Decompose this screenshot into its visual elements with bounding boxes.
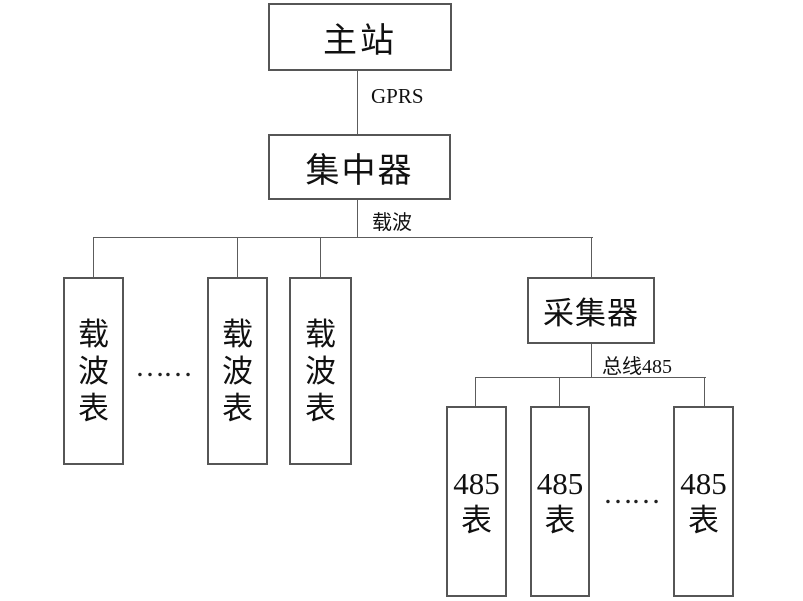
node-485-meter-3: 485 表 <box>673 406 734 597</box>
carrier-meter-2-char-1: 载 <box>222 316 253 352</box>
link-label-carrier: 载波 <box>372 212 412 234</box>
carrier-meter-2-char-3: 表 <box>222 390 253 426</box>
carrier-meter-1-char-2: 波 <box>78 353 109 389</box>
link-label-bus485: 总线485 <box>602 356 672 378</box>
node-collector-label: 采集器 <box>543 296 639 331</box>
carrier-meter-1-char-3: 表 <box>78 390 109 426</box>
carrier-meter-3-char-1: 载 <box>305 316 336 352</box>
node-carrier-meter-1: 载 波 表 <box>63 277 124 465</box>
connector-bus-to-485-meter-2 <box>559 377 560 406</box>
node-485-meter-2: 485 表 <box>530 406 590 597</box>
node-master-station: 主站 <box>268 3 452 71</box>
485-meter-2-line-1: 485 <box>536 465 584 501</box>
485-meter-2-line-2: 表 <box>544 502 576 538</box>
node-concentrator-label: 集中器 <box>305 152 414 190</box>
node-master-station-label: 主站 <box>323 22 397 60</box>
carrier-meter-3-char-3: 表 <box>305 390 336 426</box>
ellipsis-485-meters: …… <box>603 477 661 510</box>
carrier-bus-line <box>93 237 593 238</box>
connector-bus-to-carrier-meter-2 <box>237 237 238 277</box>
485-meter-3-line-2: 表 <box>688 502 719 538</box>
connector-bus-to-carrier-meter-1 <box>93 237 94 277</box>
node-collector: 采集器 <box>527 277 655 344</box>
connector-bus-to-collector <box>591 237 592 277</box>
carrier-meter-3-char-2: 波 <box>305 353 336 389</box>
connector-concentrator-to-bus <box>357 200 358 238</box>
node-carrier-meter-3: 载 波 表 <box>289 277 352 465</box>
485-meter-1-line-2: 表 <box>461 502 492 538</box>
connector-bus-to-485-meter-1 <box>475 377 476 406</box>
node-concentrator: 集中器 <box>268 134 451 200</box>
connector-bus-to-485-meter-3 <box>704 377 705 406</box>
bus-485-line <box>475 377 706 378</box>
node-485-meter-1: 485 表 <box>446 406 507 597</box>
connector-collector-to-485-bus <box>591 344 592 378</box>
ellipsis-carrier-meters: …… <box>135 350 193 383</box>
485-meter-3-line-1: 485 <box>680 465 727 501</box>
link-label-gprs: GPRS <box>371 84 424 108</box>
node-carrier-meter-2: 载 波 表 <box>207 277 268 465</box>
carrier-meter-2-char-2: 波 <box>222 353 253 389</box>
485-meter-1-line-1: 485 <box>453 465 500 501</box>
connector-bus-to-carrier-meter-3 <box>320 237 321 277</box>
carrier-meter-1-char-1: 载 <box>78 316 109 352</box>
connector-master-to-concentrator <box>357 71 358 134</box>
